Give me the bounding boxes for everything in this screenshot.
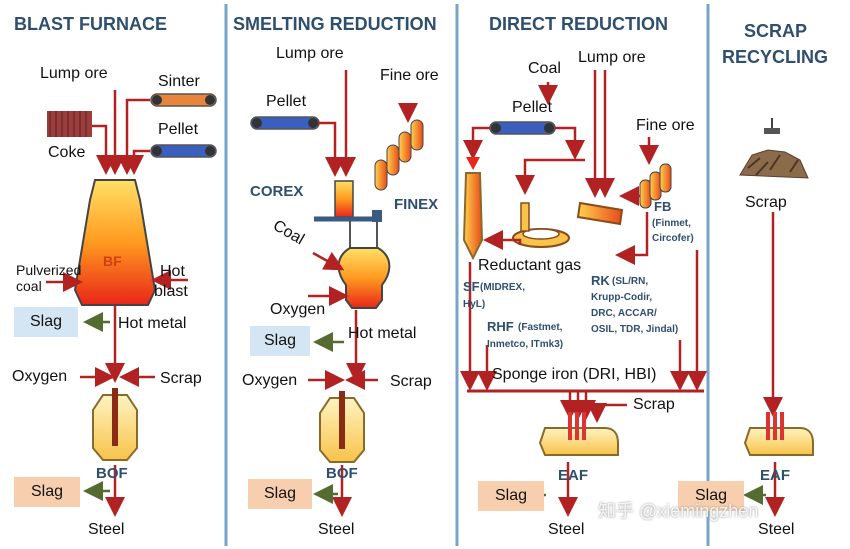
rk-detail-2: Krupp-Codir, <box>591 292 653 303</box>
scrap-label-rec: Scrap <box>745 194 787 211</box>
rk-detail-3: DRC, ACCAR/ <box>591 308 657 319</box>
watermark: 知乎 @xiemingzhen <box>598 501 759 521</box>
bof-converter-icon-sr <box>319 391 365 463</box>
shaft-furnace-icon <box>462 157 484 261</box>
pulverized-label: Pulverized <box>16 262 82 278</box>
slag-box: Slag <box>14 307 78 337</box>
bof-label-sr: BOF <box>326 465 358 482</box>
lump-ore-label-dr: Lump ore <box>578 49 646 66</box>
coal-label: coal <box>16 278 42 294</box>
slag-box-rec: Slag <box>678 481 744 511</box>
pellet-conveyor-icon-dr <box>489 121 556 135</box>
finex-label: FINEX <box>394 196 439 213</box>
sf-detail-1: (MIDREX, <box>480 282 525 293</box>
fb-detail-1: (Finmet, <box>652 218 691 229</box>
lump-ore-label: Lump ore <box>40 65 108 82</box>
slag-box-sr: Slag <box>250 326 310 356</box>
corex-shaft-icon <box>314 180 380 222</box>
hot-metal-label-sr: Hot metal <box>348 325 417 342</box>
blast-furnace-icon <box>73 179 157 306</box>
bof-label: BOF <box>96 465 128 482</box>
eaf-furnace-icon <box>538 412 619 456</box>
sinter-label: Sinter <box>158 73 200 90</box>
rk-detail-4: OSIL, TDR, Jindal) <box>591 324 679 335</box>
coal-label-dr: Coal <box>528 60 561 77</box>
scrap-pile-icon <box>739 149 809 179</box>
eaf-label-dr: EAF <box>558 467 588 484</box>
crane-magnet-icon <box>764 118 780 134</box>
scrap-label: Scrap <box>160 370 202 387</box>
scrap-recycling-title-1: SCRAP <box>744 21 808 41</box>
rhf-detail-2: Inmetco, ITmk3) <box>487 339 564 350</box>
pellet-label-sr: Pellet <box>266 93 307 110</box>
scrap-label-sr: Scrap <box>390 373 432 390</box>
rhf-detail-1: (Fastmet, <box>518 322 563 333</box>
pellet-label-dr: Pellet <box>512 99 553 116</box>
sf-detail-2: HyL) <box>463 299 486 310</box>
pellet-conveyor-icon <box>150 144 217 158</box>
blast-furnace-title: BLAST FURNACE <box>14 14 167 34</box>
lump-ore-label-sr: Lump ore <box>276 45 344 62</box>
corex-label: COREX <box>250 183 304 200</box>
fb-label: FB <box>654 199 672 214</box>
bf-label: BF <box>103 253 122 269</box>
slag-box-2: Slag <box>14 477 80 507</box>
oxygen-label-sr-2: Oxygen <box>242 372 298 389</box>
steel-label-rec: Steel <box>758 521 795 538</box>
pellet-conveyor-icon-sr <box>250 116 320 130</box>
eaf-label-rec: EAF <box>760 467 790 484</box>
direct-reduction-title: DIRECT REDUCTION <box>489 14 668 34</box>
scrap-recycling-title-2: RECYCLING <box>722 47 829 67</box>
scrap-label-dr: Scrap <box>633 396 675 413</box>
fb-detail-2: Circofer) <box>652 233 694 244</box>
fine-ore-label-dr: Fine ore <box>636 117 695 134</box>
rotary-kiln-icon <box>576 201 624 226</box>
rotary-hearth-furnace-icon <box>512 202 570 248</box>
blast-furnace-graphics <box>46 90 217 517</box>
sponge-iron-label: Sponge iron (DRI, HBI) <box>492 366 657 383</box>
coke-label: Coke <box>48 144 86 161</box>
hot-metal-label: Hot metal <box>118 315 187 332</box>
steel-label-dr: Steel <box>548 521 585 538</box>
melter-gasifier-icon <box>337 247 391 309</box>
pellet-label: Pellet <box>158 121 199 138</box>
rhf-label: RHF <box>487 319 514 334</box>
smelting-reduction-title: SMELTING REDUCTION <box>233 14 437 34</box>
fine-ore-label-sr: Fine ore <box>380 67 439 84</box>
reductant-gas-label: Reductant gas <box>478 257 582 274</box>
bof-converter-icon <box>92 388 138 461</box>
rk-label: RK <box>591 273 610 288</box>
sf-label: SF <box>463 279 480 294</box>
hot-label: Hot <box>160 263 185 280</box>
coke-icon <box>47 111 92 137</box>
scrap-recycling-graphics <box>739 118 814 517</box>
smelting-reduction-graphics <box>250 70 424 517</box>
sinter-conveyor-icon <box>150 93 217 107</box>
blast-label: blast <box>154 283 188 300</box>
fluidized-bed-icon <box>639 163 672 209</box>
section-dividers <box>224 4 710 546</box>
eaf-furnace-icon-sr <box>743 412 814 456</box>
oxygen-label-sr: Oxygen <box>270 301 326 318</box>
oxygen-label: Oxygen <box>12 368 68 385</box>
steel-label: Steel <box>88 521 125 538</box>
steel-label-sr: Steel <box>318 521 355 538</box>
slag-box-dr: Slag <box>478 481 544 511</box>
direct-reduction-graphics <box>460 70 707 517</box>
rk-detail-1: (SL/RN, <box>612 276 649 287</box>
finex-reactors-icon <box>372 119 424 222</box>
slag-box-sr-2: Slag <box>248 479 312 509</box>
